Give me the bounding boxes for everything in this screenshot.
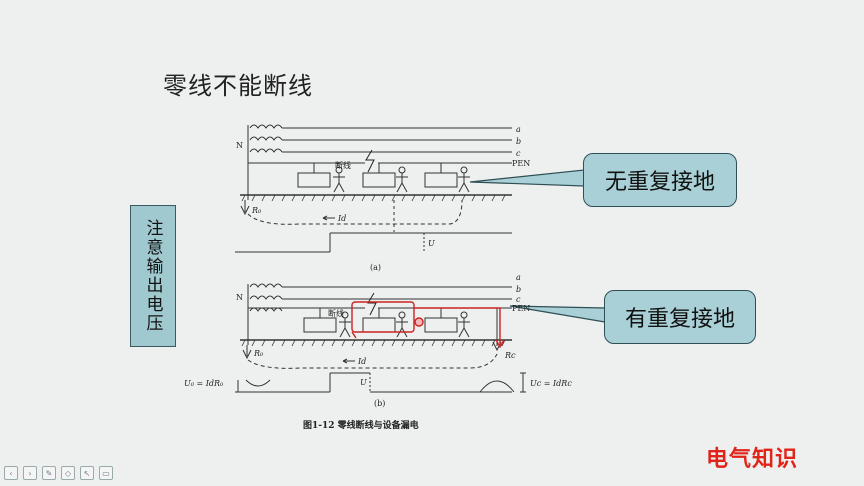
pointer-icon[interactable]: ↖ <box>80 466 94 480</box>
callout-with-reground-text: 有重复接地 <box>624 307 735 332</box>
callout-no-reground-text: 无重复接地 <box>604 170 715 195</box>
brand-watermark: 电气知识 <box>706 447 799 472</box>
rc-label-b: Rc <box>504 351 516 360</box>
r0-label-b: R₀ <box>253 349 264 358</box>
line-a-label: a <box>516 125 521 134</box>
callout-with-reground: 有重复接地 <box>604 290 756 344</box>
u-label-a: U <box>428 239 435 248</box>
line-b-label: b <box>516 137 521 146</box>
next-icon[interactable]: › <box>23 466 37 480</box>
id-label-a: Id <box>337 214 346 223</box>
u-label-b: U <box>360 378 367 387</box>
line-c-label: c <box>516 149 521 158</box>
break-label-b: 断线 <box>328 308 344 318</box>
subfigure-a-label: (a) <box>370 263 381 272</box>
screen-icon[interactable]: ▭ <box>99 466 113 480</box>
side-note-box: 注意输出电压 <box>130 205 176 347</box>
r0-label-a: R₀ <box>251 206 262 215</box>
eraser-icon[interactable]: ◇ <box>61 466 75 480</box>
subfigure-b-label: (b) <box>374 399 385 408</box>
neutral-label-a: N <box>236 141 243 150</box>
line-c-label-b: c <box>516 295 521 304</box>
uc-formula: Uc = IdRc <box>530 379 572 388</box>
callout-no-reground: 无重复接地 <box>583 153 737 207</box>
line-b-label-b: b <box>516 285 521 294</box>
side-note-text: 注意输出电压 <box>142 219 163 333</box>
line-a-label-b: a <box>516 273 521 282</box>
u0-formula: U₀ = IdR₀ <box>184 379 224 388</box>
break-label-a: 断线 <box>335 160 351 170</box>
pen-label-b: PEN <box>512 304 530 313</box>
prev-icon[interactable]: ‹ <box>4 466 18 480</box>
pen-icon[interactable]: ✎ <box>42 466 56 480</box>
figure-caption: 图1-12 零线断线与设备漏电 <box>303 419 419 431</box>
neutral-label-b: N <box>236 293 243 302</box>
slide-title: 零线不能断线 <box>163 72 313 100</box>
slideshow-toolbar: ‹ › ✎ ◇ ↖ ▭ <box>4 466 113 480</box>
id-label-b: Id <box>357 357 366 366</box>
pen-label-a: PEN <box>512 159 530 168</box>
